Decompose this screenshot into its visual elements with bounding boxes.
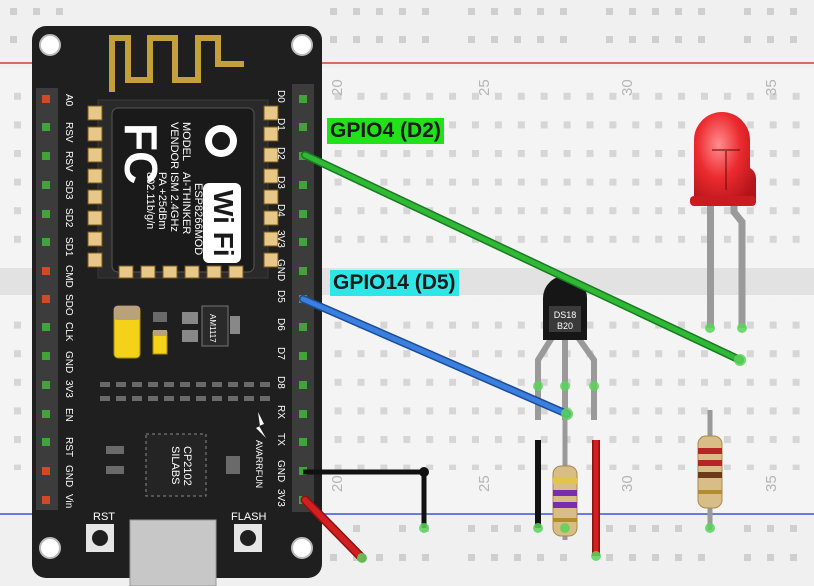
micro-usb-port[interactable] [129, 519, 217, 586]
module-line-5: PA +25dBm [156, 172, 168, 230]
right-pin-13: GND [275, 460, 286, 482]
module-line-6: 802.11b/g/n [144, 172, 156, 229]
left-pin-0: A0 [63, 94, 74, 107]
module-pads [87, 105, 279, 279]
mount-hole-br [291, 537, 313, 559]
right-pin-7: D5 [275, 290, 286, 303]
flash-label: FLASH [231, 511, 267, 523]
left-pin-1: RSV [63, 122, 74, 143]
left-pin-11: EN [63, 408, 74, 422]
fcc-mark: FC [115, 123, 167, 184]
module-line-1: VENDOR [168, 122, 180, 169]
smd-part [153, 312, 167, 322]
right-pin-9: D7 [275, 347, 286, 360]
right-pin-4: D4 [275, 204, 286, 217]
left-pin-labels: A0 RSV RSV SD3 SD2 SD1 CMD SDO CLK GND 3… [63, 94, 74, 508]
usb-chip-line1: SILABS [169, 446, 181, 485]
sensor-line1: DS18 [554, 310, 577, 320]
left-pin-7: SDO [63, 294, 74, 316]
right-pin-14: 3V3 [275, 489, 286, 507]
left-pin-8: CLK [63, 322, 74, 342]
wifi-logo [203, 183, 241, 263]
red-led[interactable] [690, 112, 756, 328]
wifi-logo-text: Wi Fi [208, 190, 239, 257]
col-num-top-0: 20 [329, 79, 346, 96]
gpio4-label: GPIO4 (D2) [327, 118, 444, 144]
left-pin-2: RSV [63, 151, 74, 172]
connected-holes [357, 323, 747, 563]
vendor-text: AVARRFUN [254, 440, 264, 488]
col-num-top-1: 25 [476, 79, 493, 96]
wire-3v3-rail[interactable] [302, 497, 365, 561]
antenna-trace [109, 35, 244, 92]
col-num-top-3: 35 [763, 79, 780, 96]
left-pin-12: RST [63, 437, 74, 457]
left-pin-3: SD3 [63, 180, 74, 200]
regulator-text: AM1117 [208, 314, 217, 343]
nodemcu-board: FC MODEL VENDOR ESP8266MOD AI-THINKER IS… [32, 26, 322, 586]
left-pin-6: CMD [63, 265, 74, 288]
lightning-icon [256, 412, 266, 438]
left-pin-13: GND [63, 465, 74, 487]
col-num-bottom-3: 35 [763, 475, 780, 492]
module-line-2: ESP8266MOD [192, 183, 204, 255]
sensor-line2: B20 [557, 321, 573, 331]
module-line-4: ISM 2.4GHz [168, 172, 180, 232]
right-pin-5: 3V3 [275, 230, 286, 248]
col-num-bottom-1: 25 [476, 475, 493, 492]
wire-gpio4[interactable] [302, 152, 743, 363]
column-numbers: 20 25 30 35 20 25 30 35 [329, 79, 780, 492]
mount-hole-tl [39, 34, 61, 56]
left-pin-4: SD2 [63, 208, 74, 228]
usb-uart-chip [145, 433, 207, 497]
resistor-pullup[interactable] [552, 420, 578, 540]
right-pin-3: D3 [275, 176, 286, 189]
left-pin-10: 3V3 [63, 380, 74, 398]
left-pin-5: SD1 [63, 237, 74, 257]
right-pin-2: D2 [275, 147, 286, 160]
voltage-regulator [201, 305, 229, 347]
col-num-bottom-0: 20 [329, 475, 346, 492]
resistor-led[interactable] [697, 410, 723, 530]
mount-hole-tr [291, 34, 313, 56]
right-pin-0: D0 [275, 90, 286, 103]
wire-gpio14[interactable] [300, 296, 570, 417]
right-pin-labels: D0 D1 D2 D3 D4 3V3 GND D5 D6 D7 D8 RX TX… [275, 90, 286, 507]
rst-label: RST [93, 511, 115, 523]
right-pin-11: RX [275, 405, 286, 419]
right-pin-6: GND [275, 259, 286, 281]
wires [299, 151, 744, 563]
col-num-top-2: 30 [619, 79, 636, 96]
top-rail-holes [10, 8, 797, 43]
right-pin-12: TX [275, 433, 286, 446]
right-pin-8: D6 [275, 318, 286, 331]
ds18b20-sensor[interactable]: DS18 B20 [535, 276, 597, 420]
smd-row [100, 382, 270, 401]
module-text: MODEL VENDOR ESP8266MOD AI-THINKER ISM 2… [144, 122, 204, 255]
left-pin-14: Vin [63, 494, 74, 508]
module-line-3: AI-THINKER [180, 172, 192, 234]
led-leg-left [707, 200, 714, 328]
gpio14-label: GPIO14 (D5) [330, 270, 459, 296]
module-line-0: MODEL [180, 122, 192, 161]
mount-hole-bl [39, 537, 61, 559]
left-pin-header [36, 88, 58, 510]
left-pin-9: GND [63, 351, 74, 373]
usb-chip-line2: CP2102 [181, 446, 193, 486]
right-pin-10: D8 [275, 376, 286, 389]
col-num-bottom-2: 30 [619, 475, 636, 492]
right-pin-1: D1 [275, 118, 286, 131]
